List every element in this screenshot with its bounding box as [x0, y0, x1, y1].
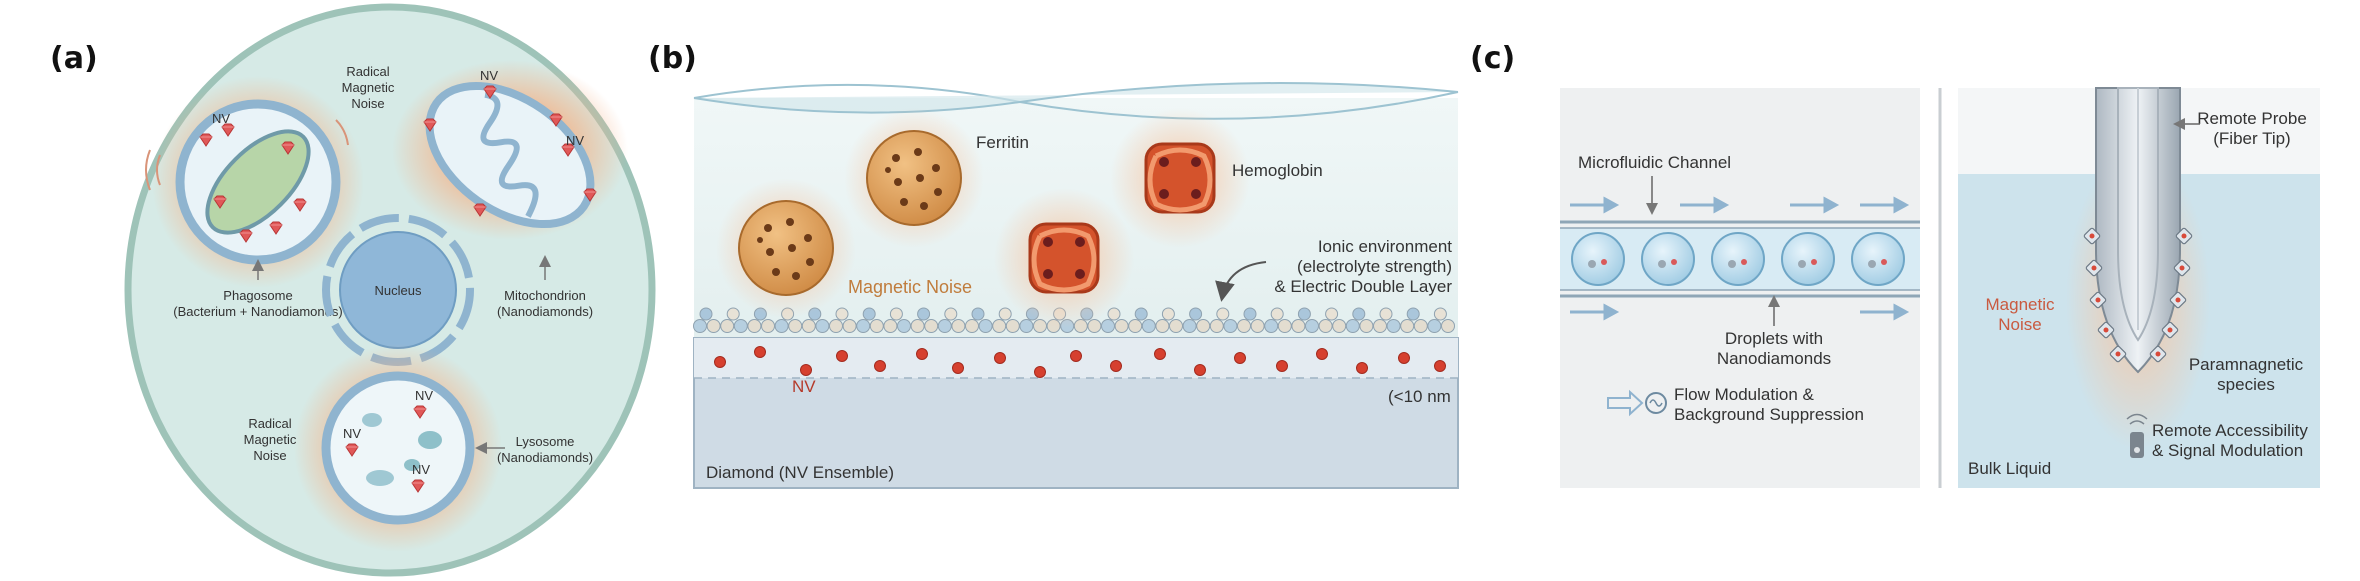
svg-text:Radical: Radical — [248, 416, 291, 431]
lyso-nv-label: NV — [343, 426, 361, 441]
svg-text:Nanodiamonds: Nanodiamonds — [1717, 349, 1831, 368]
droplets — [1571, 232, 1905, 286]
svg-text:Remote Accessibility: Remote Accessibility — [2152, 421, 2308, 440]
svg-text:Radical: Radical — [346, 64, 389, 79]
remote-access-label: Remote Accessibility & Signal Modulation — [2152, 421, 2308, 460]
svg-text:(Fiber Tip): (Fiber Tip) — [2213, 129, 2290, 148]
microfluidic-label: Microfluidic Channel — [1578, 153, 1731, 172]
ferritin-label: Ferritin — [976, 133, 1029, 152]
svg-text:Remote Probe: Remote Probe — [2197, 109, 2307, 128]
magnetic-noise-label: Magnetic Noise — [848, 277, 972, 297]
hemoglobin-label: Hemoglobin — [1232, 161, 1323, 180]
svg-text:(Nanodiamonds): (Nanodiamonds) — [497, 304, 593, 319]
svg-text:(Bacterium + Nanodiamonds): (Bacterium + Nanodiamonds) — [173, 304, 342, 319]
svg-text:Noise: Noise — [1998, 315, 2041, 334]
lysosome-label: Lysosome (Nanodiamonds) — [497, 434, 593, 465]
svg-text:& Signal Modulation: & Signal Modulation — [2152, 441, 2303, 460]
svg-text:Lysosome: Lysosome — [516, 434, 575, 449]
svg-text:Magnetic: Magnetic — [244, 432, 297, 447]
mito-nv-label: NV — [480, 68, 498, 83]
ferritin-top — [844, 108, 984, 248]
mito-nv-label-2: NV — [566, 133, 584, 148]
svg-text:(electrolyte strength): (electrolyte strength) — [1297, 257, 1452, 276]
svg-text:(Nanodiamonds): (Nanodiamonds) — [497, 450, 593, 465]
ionic-arrow — [1215, 261, 1267, 302]
panel-b-label: (b) — [648, 41, 697, 76]
probe-nanodiamonds — [2083, 227, 2193, 363]
svg-text:Magnetic: Magnetic — [342, 80, 395, 95]
nv-label-b: NV — [792, 377, 816, 396]
mitochondrion-label: Mitochondrion (Nanodiamonds) — [497, 288, 593, 319]
svg-text:Noise: Noise — [253, 448, 286, 463]
svg-text:Background Suppression: Background Suppression — [1674, 405, 1864, 424]
remote-probe-label: Remote Probe (Fiber Tip) — [2197, 109, 2307, 148]
svg-text:Mitochondrion: Mitochondrion — [504, 288, 586, 303]
lysosome — [294, 344, 502, 552]
phagosome-nv-label: NV — [212, 111, 230, 126]
remote-device-icon — [2126, 413, 2148, 458]
svg-text:Flow Modulation &: Flow Modulation & — [1674, 385, 1815, 404]
svg-text:& Electric Double Layer: & Electric Double Layer — [1274, 277, 1452, 296]
mitochondrion — [392, 60, 628, 240]
radical-bottom-label: Radical Magnetic Noise — [244, 416, 297, 463]
magnetic-noise-c-label: Magnetic Noise — [1986, 295, 2055, 334]
lyso-nv-label-3: NV — [412, 462, 430, 477]
svg-text:Noise: Noise — [351, 96, 384, 111]
nv-centers — [714, 346, 1446, 378]
svg-text:Paramnagnetic: Paramnagnetic — [2189, 355, 2304, 374]
radical-top-label: Radical Magnetic Noise — [342, 64, 395, 111]
svg-text:Phagosome: Phagosome — [223, 288, 292, 303]
microfluidic-panel — [1560, 88, 1920, 488]
phagosome — [145, 76, 364, 288]
hemoglobin-center — [994, 188, 1134, 328]
fiber-probe — [2095, 87, 2181, 374]
svg-text:species: species — [2217, 375, 2275, 394]
nucleus-label: Nucleus — [375, 283, 422, 298]
flow-icon — [1607, 389, 1667, 417]
panel-c-label: (c) — [1470, 41, 1515, 76]
bulk-liquid-label: Bulk Liquid — [1968, 459, 2051, 478]
ionic-label: Ionic environment (electrolyte strength)… — [1274, 237, 1452, 296]
droplets-label: Droplets with Nanodiamonds — [1717, 329, 1831, 368]
flow-label: Flow Modulation & Background Suppression — [1674, 385, 1864, 424]
hemoglobin-top — [1110, 108, 1250, 248]
depth-label: (<10 nm — [1388, 387, 1451, 406]
paramagnetic-label: Paramnagnetic species — [2189, 355, 2304, 394]
svg-text:Droplets with: Droplets with — [1725, 329, 1823, 348]
lyso-nv-label-2: NV — [415, 388, 433, 403]
phagosome-label: Phagosome (Bacterium + Nanodiamonds) — [173, 288, 342, 319]
svg-text:Magnetic: Magnetic — [1986, 295, 2055, 314]
flow-arrows — [1570, 196, 1910, 321]
svg-text:Ionic environment: Ionic environment — [1318, 237, 1452, 256]
diamond-label: Diamond (NV Ensemble) — [706, 463, 894, 482]
ferritin-left — [716, 178, 856, 318]
panel-a-label: (a) — [50, 41, 98, 76]
